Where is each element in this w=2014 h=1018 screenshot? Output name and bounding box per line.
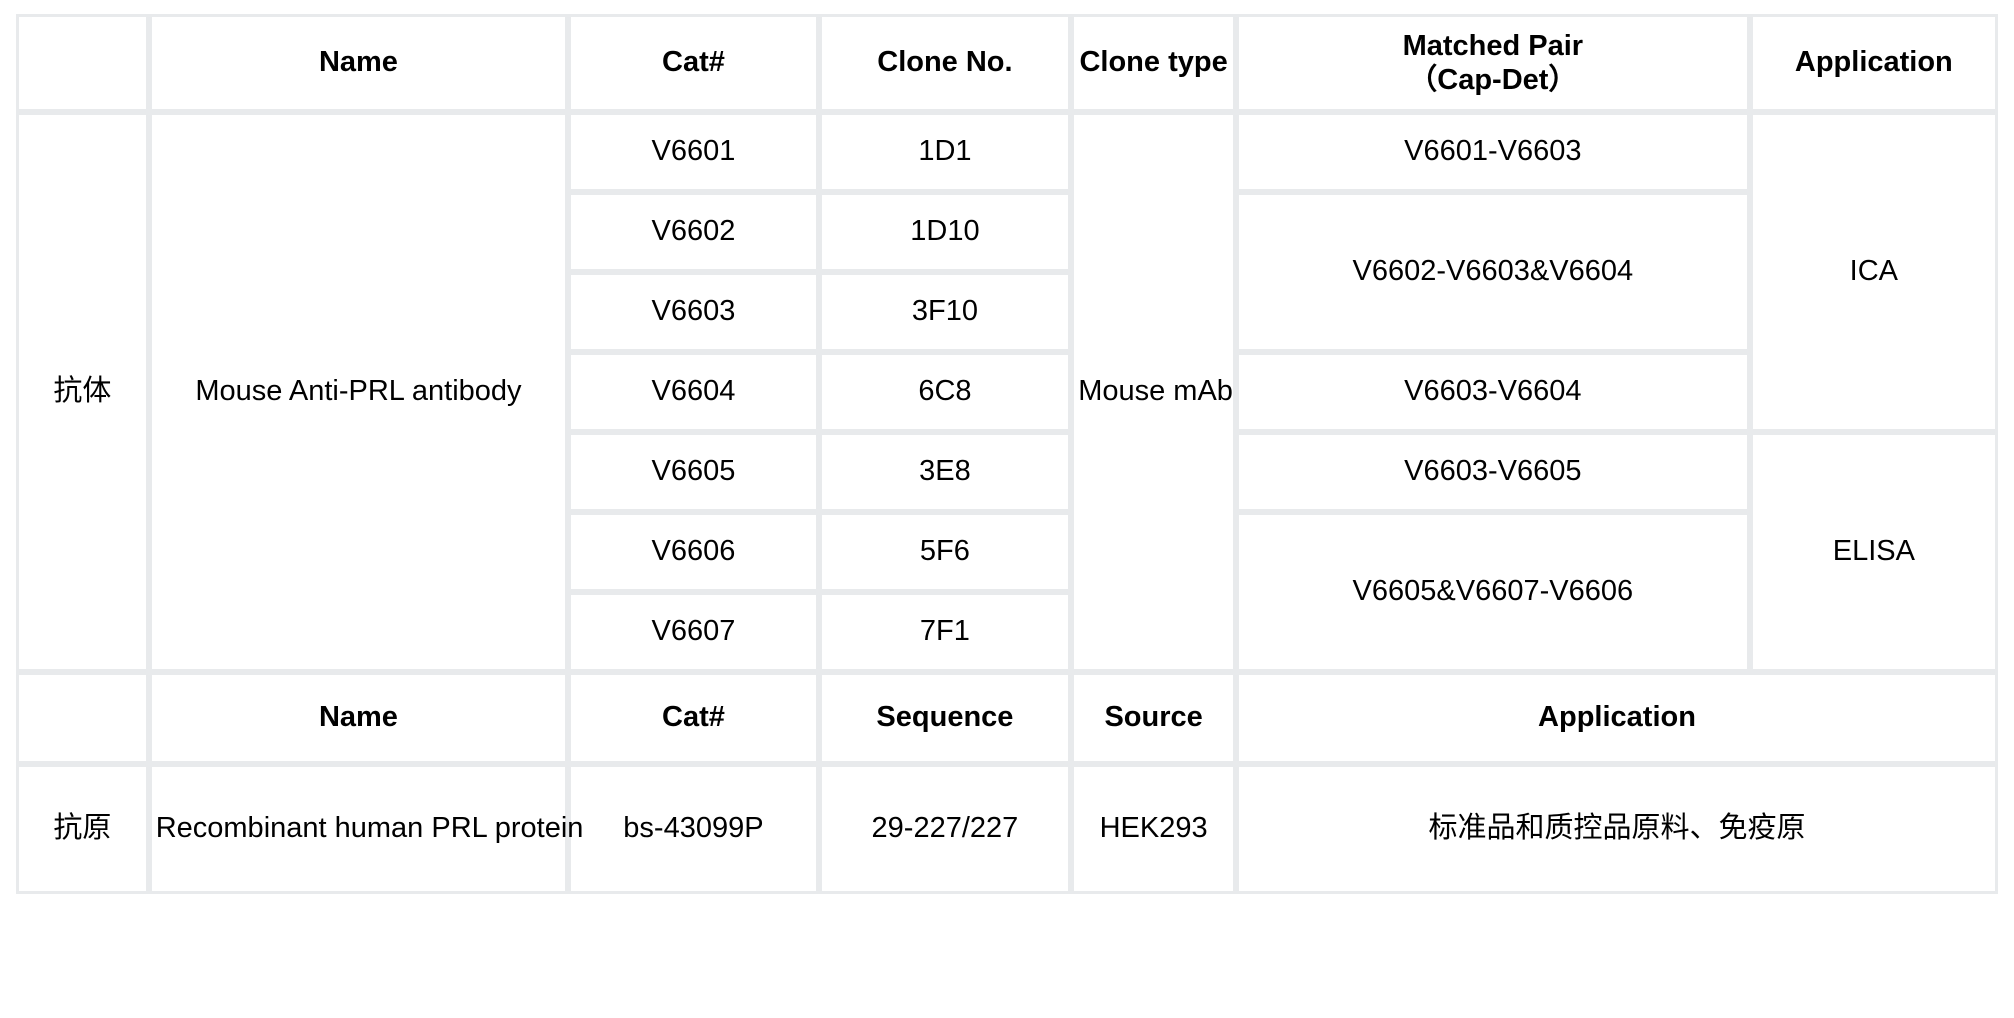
cell-clone-no: 3F10 <box>818 272 1072 352</box>
table-row: V6603 3F10 <box>16 272 1998 352</box>
header-matched-pair-line2: （Cap-Det） <box>1408 64 1578 96</box>
header-name: Name <box>148 14 569 112</box>
antibody-clone-type-value: Mouse mAb <box>1071 112 1236 672</box>
cell-application: ELISA <box>1749 432 1998 672</box>
table-row: 抗原 Recombinant human PRL protein bs-4309… <box>16 764 1998 894</box>
antigen-header-row: Name Cat# Sequence Source Application <box>16 672 1998 764</box>
header-clone-type: Clone type <box>1071 14 1236 112</box>
cell-clone-no: 6C8 <box>818 352 1072 432</box>
cell-matched-pair: V6602-V6603&V6604 <box>1236 192 1750 352</box>
cell-clone-no: 5F6 <box>818 512 1072 592</box>
table-row: V6606 5F6 V6605&V6607-V6606 <box>16 512 1998 672</box>
antibody-header-corner <box>16 14 149 112</box>
table-row: V6602 1D10 V6602-V6603&V6604 <box>16 192 1998 352</box>
header-antigen-application: Application <box>1236 672 1998 764</box>
cell-cat: V6607 <box>568 592 819 672</box>
antigen-sequence: 29-227/227 <box>818 764 1072 894</box>
header-antigen-cat: Cat# <box>568 672 819 764</box>
table-row: V6604 6C8 V6603-V6604 <box>16 352 1998 432</box>
header-application: Application <box>1749 14 1998 112</box>
cell-clone-no: 1D1 <box>818 112 1072 192</box>
header-antigen-source: Source <box>1071 672 1236 764</box>
header-matched-pair-line1: Matched Pair <box>1402 29 1584 62</box>
cell-cat: V6604 <box>568 352 819 432</box>
cell-cat: V6605 <box>568 432 819 512</box>
antigen-header-corner <box>16 672 149 764</box>
antigen-application: 标准品和质控品原料、免疫原 <box>1236 764 1998 894</box>
antigen-source: HEK293 <box>1071 764 1236 894</box>
cell-clone-no: 1D10 <box>818 192 1072 272</box>
antigen-name: Recombinant human PRL protein <box>148 764 583 894</box>
cell-cat: V6602 <box>568 192 819 272</box>
header-cat: Cat# <box>568 14 819 112</box>
cell-cat: V6601 <box>568 112 819 192</box>
header-matched-pair: Matched Pair （Cap-Det） <box>1236 14 1750 112</box>
cell-application: ICA <box>1749 112 1998 432</box>
cell-clone-no: 7F1 <box>818 592 1072 672</box>
table-row: 抗体 Mouse Anti-PRL antibody V6601 1D1 Mou… <box>16 112 1998 672</box>
side-label-antibody: 抗体 <box>16 112 149 672</box>
antibody-header-row: Name Cat# Clone No. Clone type Matched P… <box>16 14 1998 112</box>
side-label-antigen: 抗原 <box>16 764 149 894</box>
cell-matched-pair: V6605&V6607-V6606 <box>1236 512 1750 672</box>
cell-cat: V6606 <box>568 512 819 592</box>
cell-clone-no: 3E8 <box>818 432 1072 512</box>
cell-matched-pair: V6601-V6603 <box>1236 112 1750 192</box>
header-antigen-name: Name <box>148 672 569 764</box>
antigen-cat: bs-43099P <box>568 764 819 894</box>
antibody-product-name: Mouse Anti-PRL antibody <box>148 112 569 672</box>
header-antigen-sequence: Sequence <box>818 672 1072 764</box>
cell-matched-pair: V6603-V6604 <box>1236 352 1750 432</box>
table-row: V6605 3E8 V6603-V6605 ELISA <box>16 432 1998 672</box>
header-clone-no: Clone No. <box>818 14 1072 112</box>
table-row: V6607 7F1 <box>16 592 1998 672</box>
cell-cat: V6603 <box>568 272 819 352</box>
product-specification-table: Name Cat# Clone No. Clone type Matched P… <box>16 14 1998 894</box>
cell-matched-pair: V6603-V6605 <box>1236 432 1750 512</box>
